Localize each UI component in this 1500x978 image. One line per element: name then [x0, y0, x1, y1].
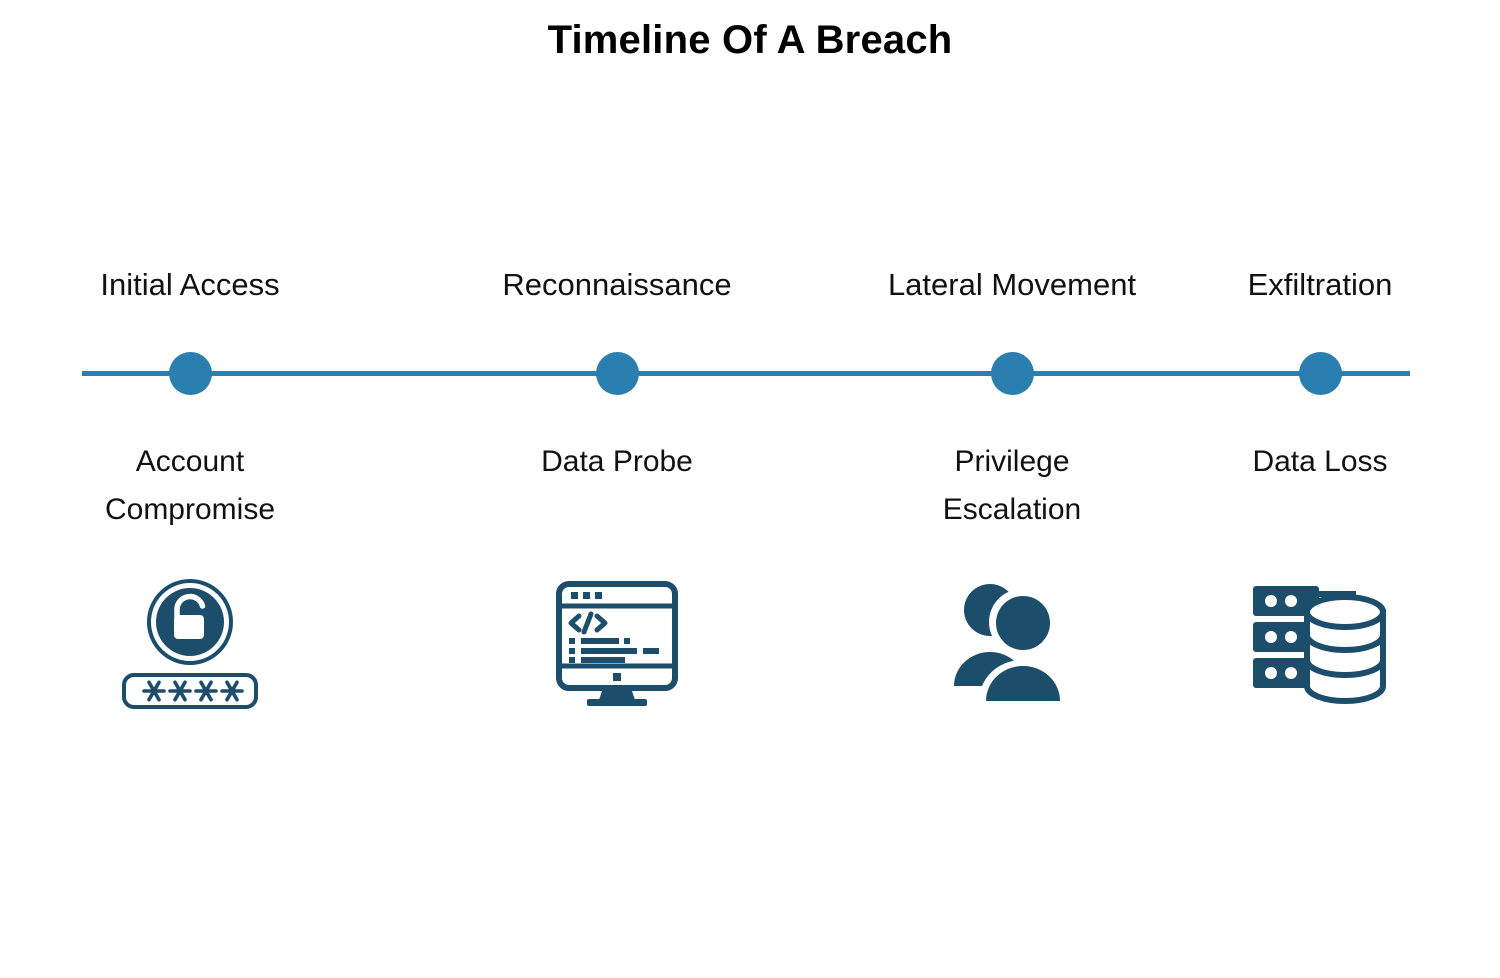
stage-sublabel-line1: Privilege: [954, 445, 1070, 478]
stage-sublabel-exfiltration: Data Loss: [1170, 438, 1470, 486]
stage-sublabel-line1: Data Probe: [541, 445, 693, 478]
stage-sublabel-line1: Data Loss: [1252, 445, 1388, 478]
stage-label-reconnaissance: Reconnaissance: [502, 267, 732, 302]
stage-sublabel-lateral-movement: Privilege Escalation: [862, 438, 1162, 534]
page-title: Timeline Of A Breach: [547, 18, 953, 62]
stage-sublabel-reconnaissance: Data Probe: [467, 438, 767, 486]
timeline-stage-initial-access: Initial Access Account Compromise: [40, 0, 340, 978]
timeline-stage-lateral-movement: Lateral Movement Privilege Escalation: [862, 0, 1162, 978]
timeline-dot-reconnaissance[interactable]: [596, 352, 639, 395]
stage-sublabel-line2: Compromise: [104, 493, 276, 526]
stage-sublabel-initial-access: Account Compromise: [40, 438, 340, 534]
stage-icon-reconnaissance: [467, 578, 767, 718]
stage-icon-initial-access: [40, 578, 340, 718]
stage-label-exfiltration: Exfiltration: [1247, 267, 1393, 302]
timeline-stage-reconnaissance: Reconnaissance Data Probe: [467, 0, 767, 978]
users-group-icon: [954, 584, 1065, 701]
timeline-dot-lateral-movement[interactable]: [991, 352, 1034, 395]
timeline-axis-line: [82, 371, 1410, 376]
database-server-icon: [1253, 586, 1386, 704]
stage-sublabel-line1: Account: [135, 445, 245, 478]
timeline-dot-initial-access[interactable]: [169, 352, 212, 395]
stage-sublabel-line2: Escalation: [942, 493, 1082, 526]
lock-password-icon: [122, 579, 258, 709]
stage-label-lateral-movement: Lateral Movement: [887, 267, 1137, 302]
stage-label-initial-access: Initial Access: [100, 267, 280, 302]
stage-icon-lateral-movement: [862, 578, 1162, 718]
code-monitor-icon: [556, 581, 678, 706]
timeline-dot-exfiltration[interactable]: [1299, 352, 1342, 395]
stage-icon-exfiltration: [1170, 578, 1470, 718]
timeline-stage-exfiltration: Exfiltration Data Loss: [1170, 0, 1470, 978]
